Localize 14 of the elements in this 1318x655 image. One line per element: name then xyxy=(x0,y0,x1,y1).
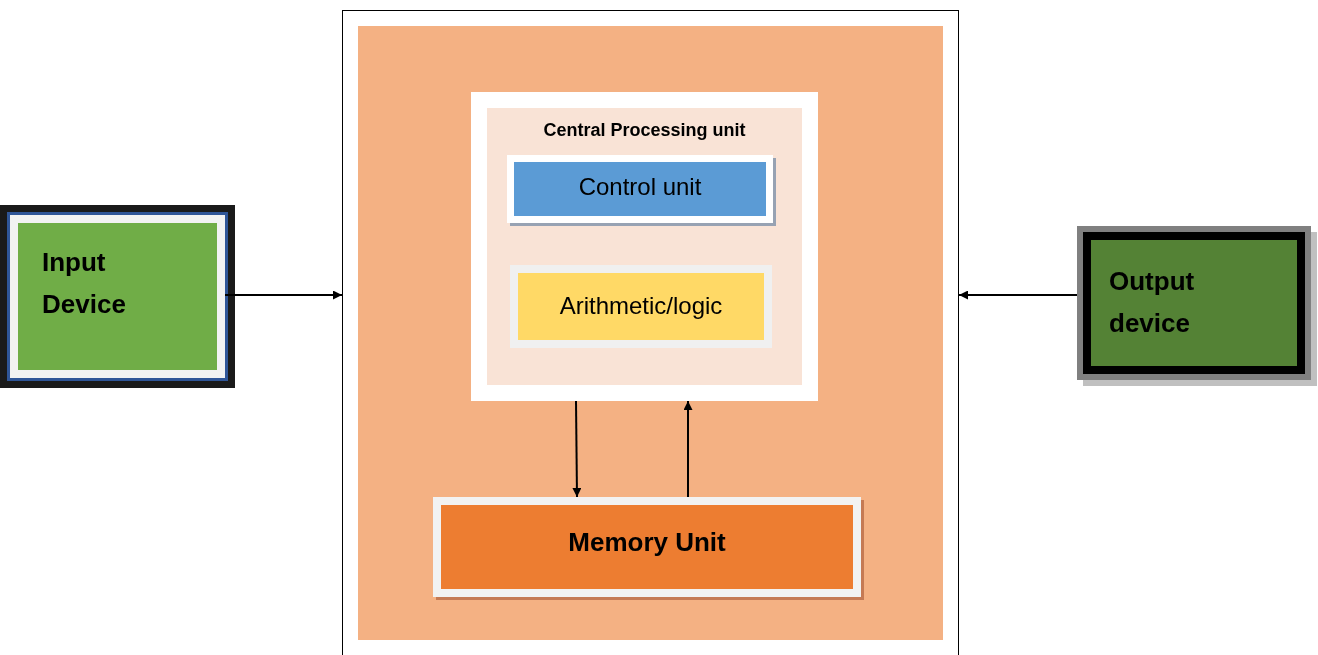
arrow xyxy=(572,400,582,498)
node-label: Central Processing unit xyxy=(542,119,747,142)
node-label: Control unit xyxy=(577,172,703,202)
node-label: Arithmetic/logic xyxy=(558,291,724,321)
arrow xyxy=(958,290,1078,300)
arithmetic-logic-box xyxy=(510,265,772,348)
arrow xyxy=(224,290,343,300)
node-label: Input Device xyxy=(42,246,127,321)
node-label: Memory Unit xyxy=(567,526,727,559)
cpu-box xyxy=(471,92,818,401)
memory-unit-box xyxy=(433,497,861,597)
control-unit-box xyxy=(507,155,773,223)
arrow xyxy=(683,400,693,498)
node-label: Output device xyxy=(1109,265,1196,340)
